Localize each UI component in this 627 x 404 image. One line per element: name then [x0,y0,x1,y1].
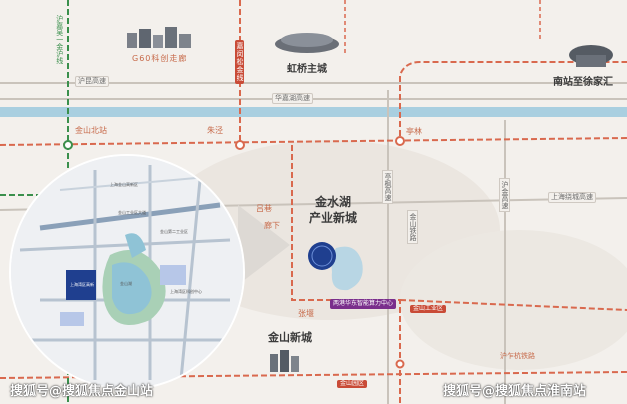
watermark-right: 搜狐号@搜狐焦点淮南站 [443,384,587,399]
inset-label-2: 上海金山高新区 [110,182,138,187]
zhongxin-tag: 两港华东智能算力中心 [330,299,397,309]
road-jinshanrail: 金山铁路 [407,210,418,244]
lvxiang-label: 吕巷 [256,204,272,213]
g60-buildings-icon [127,27,191,48]
project-marker-ring [311,245,333,267]
inset-label-6: 上海湾区高新 [70,282,94,287]
station-jinshanbei-marker [63,140,73,150]
rail-dashed-east [399,61,627,145]
inset-map [11,156,243,388]
inset-pointer [238,205,290,285]
terrain-shade-2 [400,230,627,370]
road-tinghu: 亭枫高速 [382,170,393,204]
hongqiao-building-icon [275,33,339,53]
station-south-marker [395,359,405,369]
chanye-label: 产业新城 [309,211,358,225]
inset-label-4: 上海湾区科创中心 [170,289,202,294]
jinshan-buildings-icon [270,350,299,372]
station-zhujing: 朱泾 [207,126,223,135]
red-tag-2: 金山工业区 [410,305,447,313]
red-tag-1: 金山园区 [337,380,368,388]
zhangyan-label: 张堰 [298,309,314,318]
rail-hujinjialu: 沪乍杭铁路 [500,352,535,360]
road-hukun: 沪昆高速 [75,76,109,87]
jinshan-label: 金山新城 [268,331,312,344]
road-hujin: 沪金高速 [499,178,510,212]
station-tinglin: 亭林 [406,127,422,136]
hongqiao-label: 虹桥主城 [287,64,327,75]
rail-dashed-horizontal [0,137,627,146]
rail-dashed-se [399,299,627,311]
watermark-left: 搜狐号@搜狐焦点金山站 [10,384,154,399]
jinshui-lake [331,246,363,291]
road-hujiachang: 嘉闵松金线 [235,40,244,84]
tingxia-label: 廊下 [264,221,280,230]
station-jinshanbei: 金山北站 [75,126,107,135]
nanzhan-station-icon [569,45,613,67]
station-zhujing-marker [235,140,245,150]
nanzhan-label: 南站至徐家汇 [553,77,613,88]
road-raocheng: 上海绕城高速 [548,192,596,203]
green-line-label: 沪嘉吴一金沪线 [55,15,64,64]
station-tinglin-marker [395,136,405,146]
inset-label-3: 金山第二工业区 [160,229,188,234]
inset-label-1: 金山工业区大道 [118,210,146,215]
jinshui-label: 金水湖 [315,195,352,209]
g60-label: G60科创走廊 [132,54,188,63]
road-xinjiahu: 华嘉湖高速 [272,93,313,104]
inset-label-5: 金山湖 [120,281,132,286]
